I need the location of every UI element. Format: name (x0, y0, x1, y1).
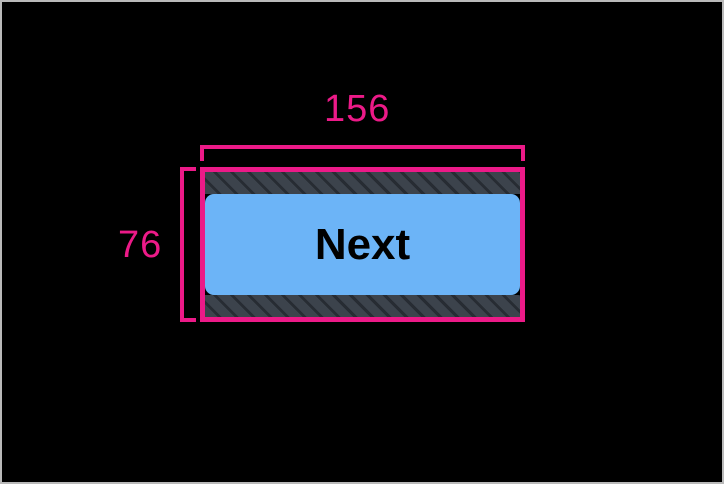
padding-hatch-bottom (205, 295, 520, 317)
element-box-model: Next (205, 172, 520, 317)
height-dimension-label: 76 (118, 224, 163, 266)
width-dimension-bracket (200, 145, 525, 161)
padding-hatch-top (205, 172, 520, 194)
width-dimension-label: 156 (324, 88, 391, 130)
element-bounding-box: Next (200, 167, 525, 322)
next-button[interactable]: Next (205, 194, 520, 295)
height-dimension-bracket (180, 167, 196, 322)
next-button-label: Next (314, 219, 411, 269)
